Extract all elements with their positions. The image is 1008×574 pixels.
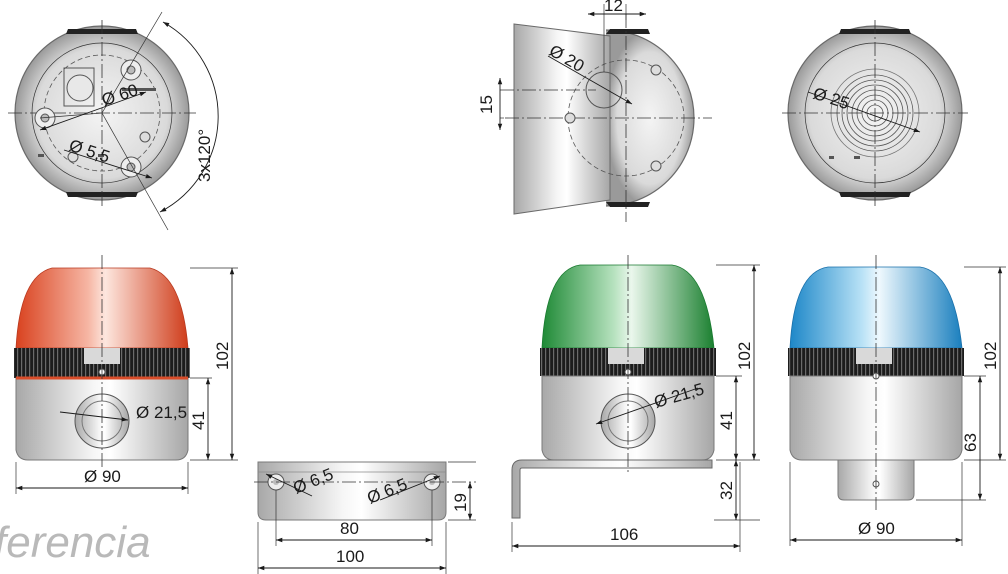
plate-height-19-label: 19 [451,493,470,512]
angle-label: 3x120° [195,129,214,182]
blue-diameter-90-label: Ø 90 [858,519,895,538]
bracket-width-106-label: 106 [610,525,638,544]
bracket-side-view [497,4,712,222]
red-height-102-label: 102 [213,342,232,370]
blue-beacon-view [788,255,1006,546]
bracket-height-32-label: 32 [717,481,736,500]
blue-height-102-label: 102 [981,342,1000,370]
red-diameter-90-label: Ø 90 [84,467,121,486]
blue-height-63-label: 63 [961,433,980,452]
plate-width-100-label: 100 [336,547,364,566]
lens-top-view [782,20,968,206]
base-plate-view [254,461,476,574]
green-beacon-view [511,255,760,552]
green-height-41-label: 41 [717,411,736,430]
red-beacon-view [14,255,238,494]
height-15-label: 15 [477,95,496,114]
red-diameter-21-5-label: Ø 21,5 [136,403,187,422]
plate-width-80-label: 80 [340,519,359,538]
watermark-text: ferencia [0,518,151,567]
width-12-label: 12 [604,0,623,15]
bottom-view [8,11,219,231]
red-height-41-label: 41 [189,411,208,430]
green-height-102-label: 102 [735,342,754,370]
